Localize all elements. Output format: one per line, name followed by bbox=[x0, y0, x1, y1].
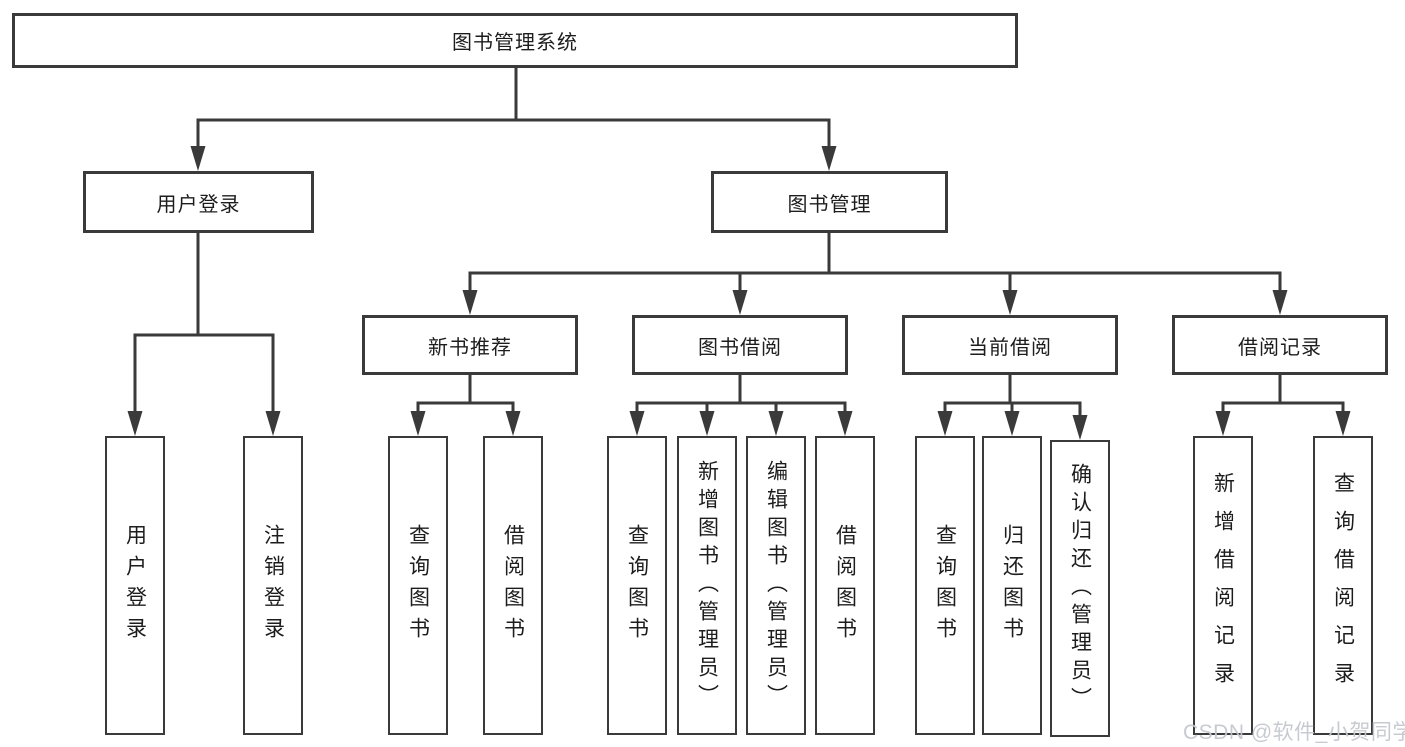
arrowhead bbox=[629, 411, 645, 436]
arrowhead bbox=[1002, 290, 1018, 315]
leaf-query-borrow-record: 查询借阅记录 bbox=[1313, 436, 1373, 735]
leaf-newrec-query-books: 查询图书 bbox=[388, 436, 448, 735]
leaf-user-login: 用户登录 bbox=[105, 436, 165, 735]
arrowhead bbox=[265, 411, 281, 436]
node-book-management-label: 图书管理 bbox=[787, 193, 872, 216]
leaf-add-borrow-record: 新增借阅记录 bbox=[1193, 436, 1253, 735]
arrowhead bbox=[699, 411, 715, 436]
leaf-user-login-label: 用户登录 bbox=[123, 523, 147, 648]
node-current-borrow: 当前借阅 bbox=[902, 315, 1118, 375]
node-new-book-recommend-label: 新书推荐 bbox=[428, 336, 512, 359]
arrowhead bbox=[505, 411, 521, 436]
connector-bookborrow-to-children bbox=[635, 375, 847, 417]
leaf-borrow-query-books: 查询图书 bbox=[607, 436, 667, 735]
arrowhead bbox=[821, 146, 837, 171]
leaf-edit-books-admin-label: 编辑图书（管理员） bbox=[764, 459, 788, 712]
node-book-borrow-label: 图书借阅 bbox=[698, 336, 782, 359]
leaf-borrow-borrow-books-label: 借阅图书 bbox=[833, 523, 857, 648]
leaf-add-books-admin: 新增图书（管理员） bbox=[677, 436, 737, 735]
leaf-return-books-label: 归还图书 bbox=[1000, 523, 1024, 648]
leaf-add-books-admin-label: 新增图书（管理员） bbox=[695, 459, 719, 712]
arrowhead bbox=[937, 411, 953, 436]
arrowhead bbox=[462, 290, 478, 315]
leaf-edit-books-admin: 编辑图书（管理员） bbox=[746, 436, 806, 735]
node-new-book-recommend: 新书推荐 bbox=[362, 315, 578, 375]
leaf-return-books: 归还图书 bbox=[982, 436, 1042, 735]
leaf-logout: 注销登录 bbox=[243, 436, 303, 735]
leaf-confirm-return-admin: 确认归还（管理员） bbox=[1050, 440, 1110, 737]
node-user-login-label: 用户登录 bbox=[156, 193, 241, 216]
connector-userlogin-to-children bbox=[133, 233, 275, 417]
arrowhead bbox=[1335, 411, 1351, 436]
connector-bookmgmt-to-level3 bbox=[468, 233, 1282, 296]
arrowhead bbox=[190, 146, 206, 171]
arrowhead bbox=[1004, 411, 1020, 436]
leaf-newrec-query-books-label: 查询图书 bbox=[406, 523, 430, 648]
arrowhead bbox=[410, 411, 426, 436]
arrowhead bbox=[837, 411, 853, 436]
node-borrow-records-label: 借阅记录 bbox=[1238, 336, 1322, 359]
arrowhead bbox=[1072, 415, 1088, 440]
node-book-management: 图书管理 bbox=[711, 171, 948, 233]
node-current-borrow-label: 当前借阅 bbox=[968, 336, 1052, 359]
leaf-logout-label: 注销登录 bbox=[261, 523, 285, 648]
connector-newbookrec-to-children bbox=[416, 375, 515, 417]
connector-currentborrow-to-children bbox=[943, 375, 1082, 421]
leaf-confirm-return-admin-label: 确认归还（管理员） bbox=[1068, 462, 1092, 715]
arrowhead bbox=[732, 290, 748, 315]
leaf-current-query-books: 查询图书 bbox=[915, 436, 975, 735]
connector-root-to-level2 bbox=[196, 68, 831, 152]
leaf-current-query-books-label: 查询图书 bbox=[933, 523, 957, 648]
node-root-label: 图书管理系统 bbox=[452, 32, 578, 54]
node-user-login: 用户登录 bbox=[83, 171, 314, 233]
arrowhead bbox=[768, 411, 784, 436]
leaf-query-borrow-record-label: 查询借阅记录 bbox=[1331, 471, 1355, 700]
node-root-system: 图书管理系统 bbox=[12, 13, 1018, 68]
leaf-borrow-borrow-books: 借阅图书 bbox=[815, 436, 875, 735]
arrowhead bbox=[127, 411, 143, 436]
node-book-borrow: 图书借阅 bbox=[632, 315, 848, 375]
connector-borrowrecord-to-children bbox=[1221, 375, 1345, 417]
leaf-add-borrow-record-label: 新增借阅记录 bbox=[1211, 471, 1235, 700]
arrowhead bbox=[1215, 411, 1231, 436]
leaf-borrow-query-books-label: 查询图书 bbox=[625, 523, 649, 648]
leaf-newrec-borrow-books-label: 借阅图书 bbox=[501, 523, 525, 648]
watermark: CSDN @软件_小贺同学 bbox=[1183, 721, 1405, 744]
node-borrow-records: 借阅记录 bbox=[1172, 315, 1388, 375]
leaf-newrec-borrow-books: 借阅图书 bbox=[483, 436, 543, 735]
arrowhead bbox=[1272, 290, 1288, 315]
